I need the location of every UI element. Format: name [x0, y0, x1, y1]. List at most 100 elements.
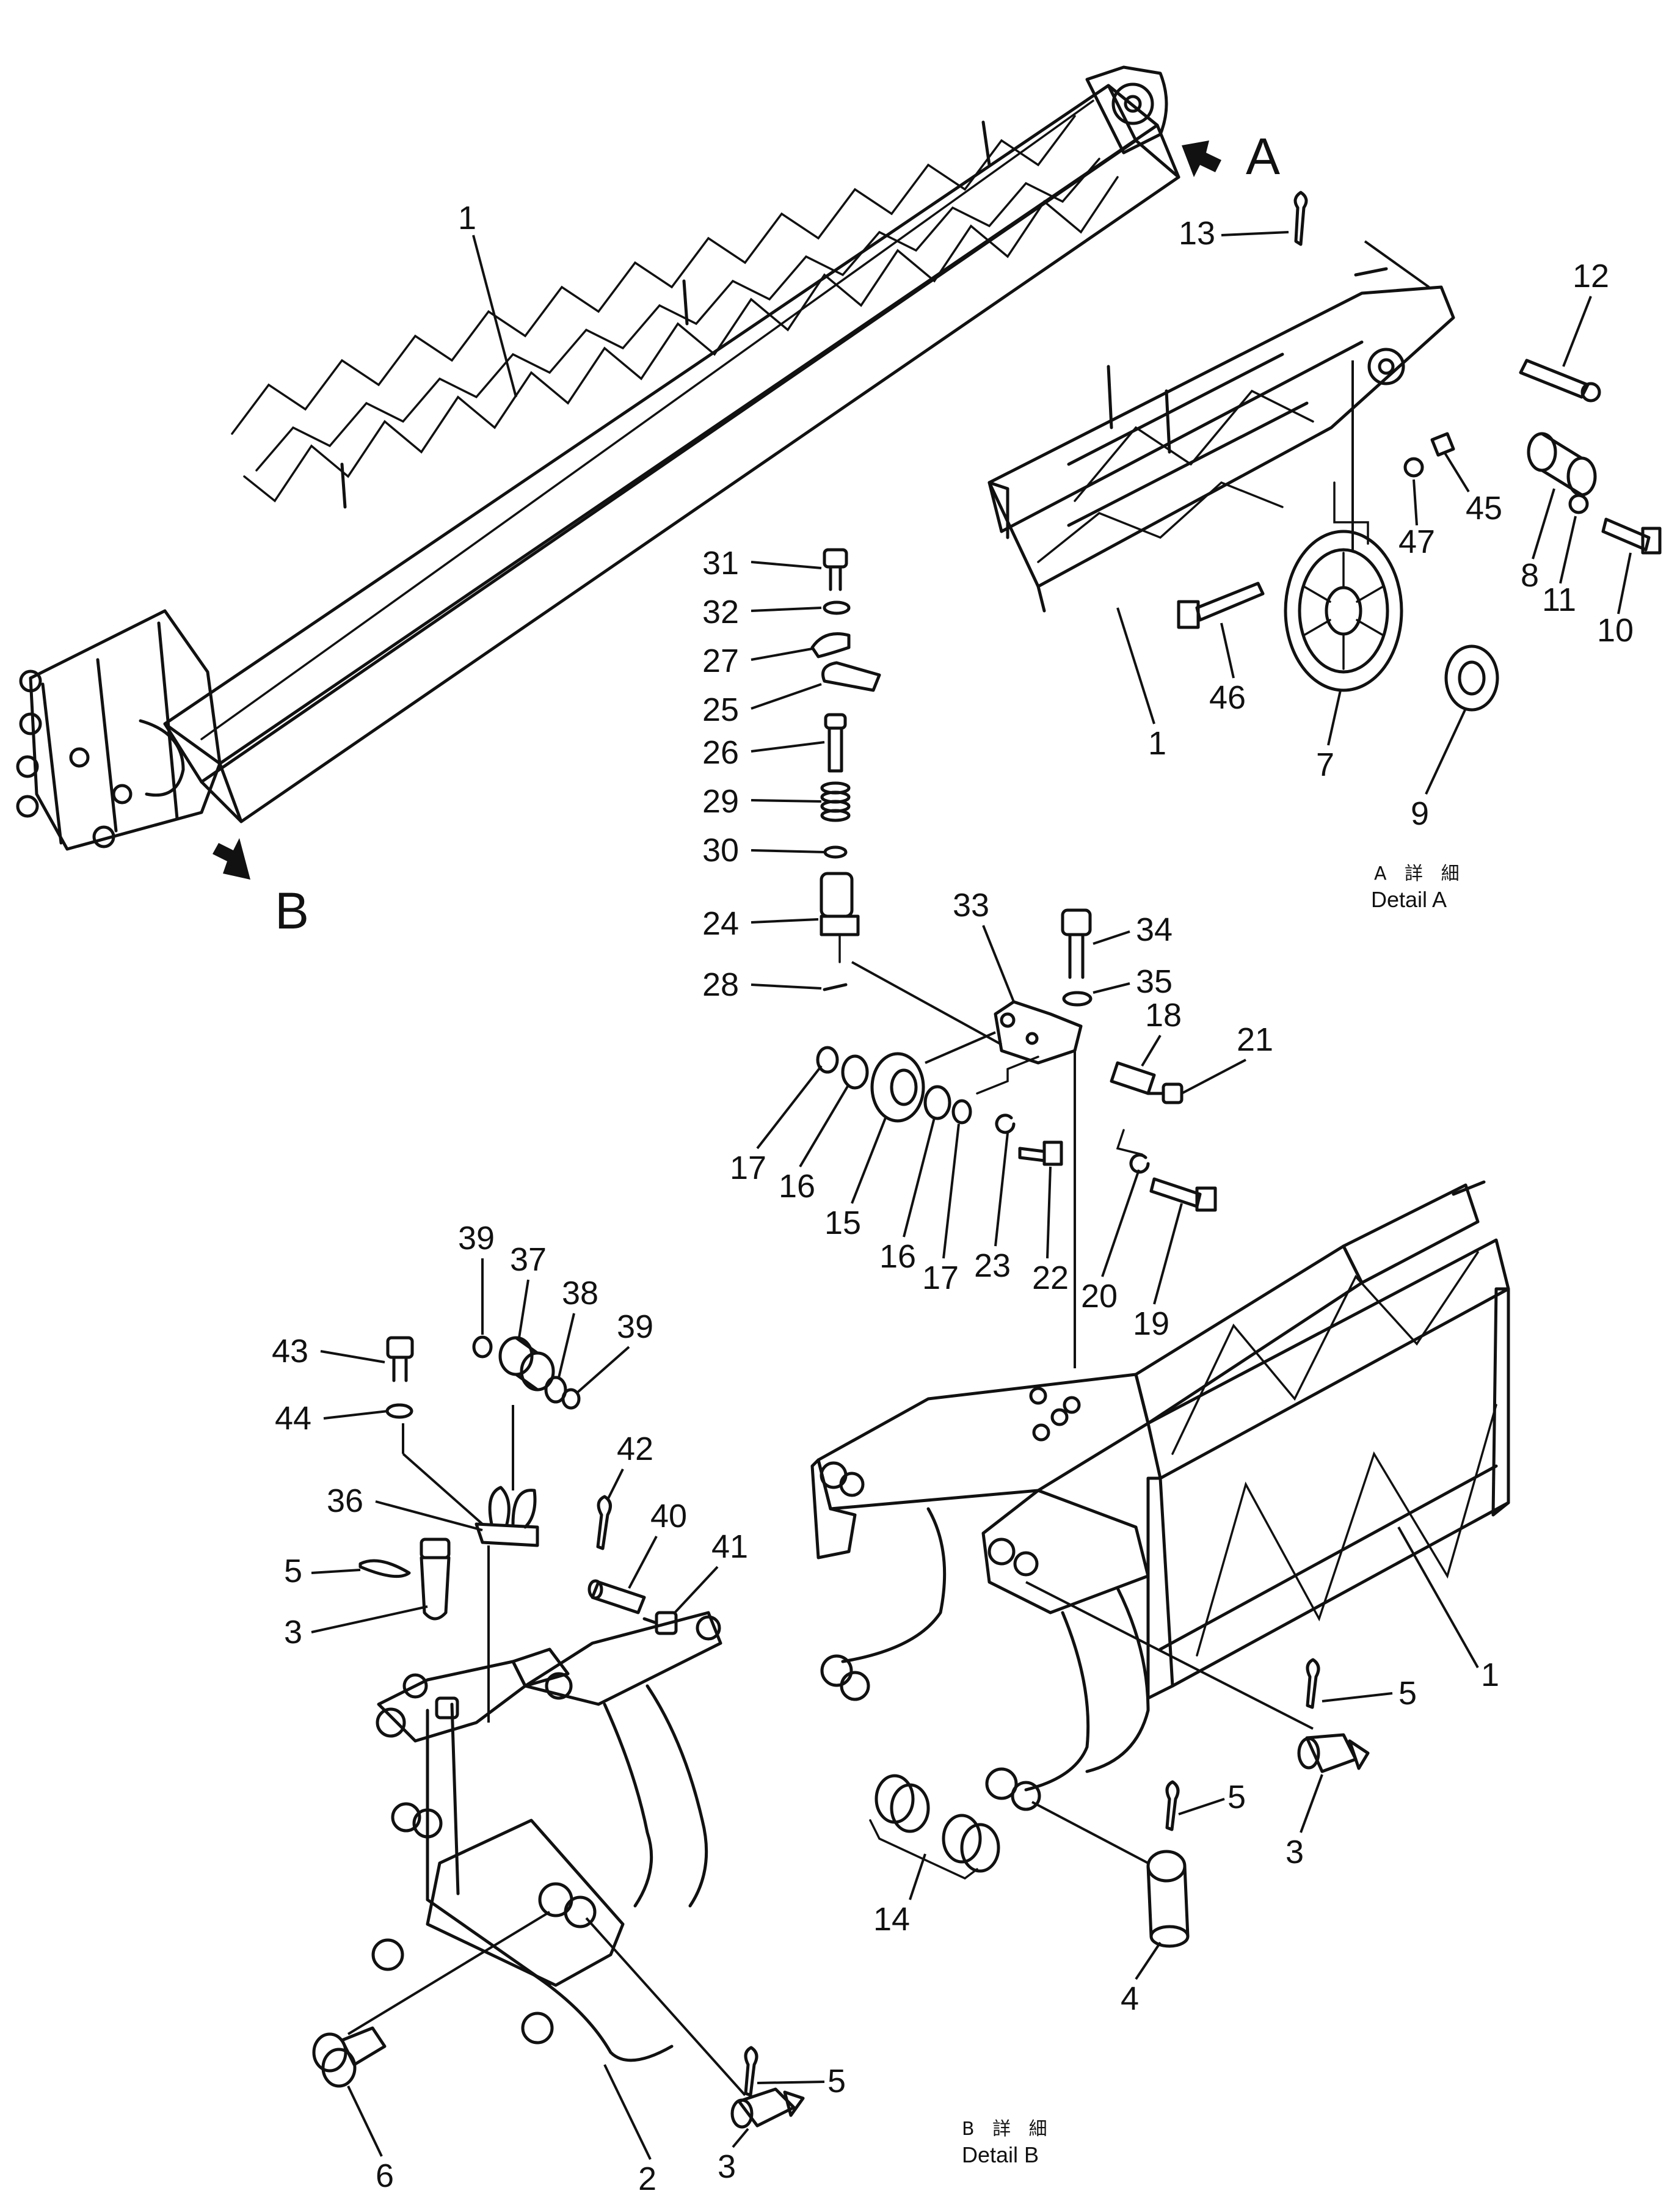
- callout-47: 47: [1398, 523, 1435, 560]
- callout-8: 8: [1521, 557, 1539, 594]
- boom-foot-section: [16, 609, 222, 851]
- detail-b-caption-en: Detail B: [962, 2142, 1039, 2167]
- washer-44: [385, 1403, 413, 1419]
- callout-22: 22: [1032, 1260, 1069, 1296]
- clip-5-b3: [744, 2046, 758, 2097]
- bracket-33: [994, 1000, 1083, 1065]
- link-6: [312, 2026, 387, 2088]
- callout-1-detail-b: 1: [1481, 1657, 1499, 1693]
- bearing-38: [544, 1376, 567, 1404]
- callout-44: 44: [275, 1400, 311, 1437]
- callout-16b: 16: [879, 1238, 916, 1275]
- bolt-22: [1018, 1140, 1063, 1166]
- callout-3-b1: 3: [1285, 1834, 1304, 1870]
- bolt-19: [1149, 1177, 1217, 1212]
- ring-20: [1129, 1153, 1150, 1174]
- callout-28: 28: [702, 966, 739, 1003]
- bolt-10: [1601, 517, 1662, 555]
- sheave-large: [1284, 530, 1403, 692]
- bolt-43: [386, 1336, 414, 1382]
- bushing-37: [498, 1336, 555, 1392]
- callout-32: 32: [702, 594, 739, 630]
- boom-tip-frame: [987, 267, 1455, 613]
- collar-8: [1527, 432, 1597, 497]
- callout-14: 14: [873, 1901, 910, 1938]
- callout-3-lever: 3: [284, 1614, 302, 1651]
- callout-36: 36: [327, 1483, 363, 1519]
- bearing-16a: [841, 1054, 869, 1090]
- pin-3-b2: [730, 2087, 805, 2129]
- callout-25: 25: [702, 691, 739, 728]
- detail-a-caption-jp: A 詳 細: [1374, 863, 1466, 885]
- callout-24: 24: [702, 905, 739, 942]
- lever-assembly: [358, 1335, 678, 1723]
- pin-26: [824, 713, 847, 773]
- callout-17a: 17: [730, 1150, 766, 1186]
- callout-30: 30: [702, 832, 739, 869]
- spring-29: [820, 781, 851, 822]
- boom-lattice-bracing: [231, 115, 1119, 503]
- callout-37: 37: [510, 1241, 547, 1278]
- lever-pin-25: [821, 661, 881, 692]
- callout-15: 15: [824, 1205, 861, 1241]
- callouts-detail-a: 13 12 45 47 8 11 10 1 46 7 9 A 詳 細 Detai…: [1116, 215, 1634, 912]
- pin-28: [823, 983, 848, 991]
- callout-35: 35: [1136, 963, 1173, 1000]
- callout-4: 4: [1121, 1980, 1139, 2017]
- pin-3-b1: [1297, 1733, 1370, 1773]
- callout-5-b3: 5: [827, 2063, 846, 2099]
- callout-18: 18: [1145, 997, 1182, 1034]
- bolt-41: [642, 1611, 678, 1635]
- callout-33: 33: [953, 887, 989, 924]
- washer-17a: [816, 1046, 839, 1074]
- callout-21: 21: [1237, 1021, 1273, 1058]
- pin-18: [1110, 1061, 1156, 1095]
- view-arrow-a: A: [1182, 128, 1280, 185]
- clip-13: [1293, 191, 1308, 246]
- washer-39b: [561, 1388, 581, 1410]
- view-label-b: B: [275, 882, 309, 939]
- callout-42: 42: [617, 1431, 653, 1467]
- callout-46: 46: [1209, 679, 1246, 716]
- callout-16a: 16: [779, 1168, 815, 1205]
- callout-39b: 39: [617, 1308, 653, 1345]
- base-bracket-2: [371, 1611, 722, 2062]
- callouts-detail-b: 1 5 3 5 14 4 5 3 6 2 B 詳 細 Detail B: [347, 1527, 1499, 2196]
- pin-4: [1146, 1850, 1190, 1948]
- callout-17b: 17: [922, 1260, 959, 1296]
- callout-9: 9: [1411, 795, 1429, 832]
- callout-2: 2: [638, 2161, 656, 2196]
- callout-5-b1: 5: [1398, 1675, 1417, 1712]
- washer-47: [1403, 457, 1424, 478]
- bolt-46: [1177, 582, 1265, 629]
- callouts-boom: 1: [458, 200, 517, 398]
- pin-shaft-12: [1519, 359, 1601, 403]
- detail-a-group: [987, 191, 1662, 712]
- washer-30: [823, 845, 848, 859]
- plate-27: [810, 632, 851, 658]
- callout-27: 27: [702, 643, 739, 679]
- sheave-15: [870, 1052, 925, 1123]
- sheave-bracket-assembly: [816, 908, 1217, 1368]
- callout-45: 45: [1466, 490, 1502, 527]
- callout-12: 12: [1573, 258, 1609, 294]
- boom-lattice-assembly: [16, 65, 1180, 851]
- bolt-31: [823, 548, 848, 591]
- clip-5-b1: [1306, 1658, 1320, 1709]
- pin-3-lever: [420, 1538, 451, 1621]
- callout-5-b2: 5: [1227, 1779, 1246, 1815]
- callout-5-lever: 5: [284, 1553, 302, 1589]
- washer-35: [1062, 991, 1093, 1007]
- callout-38: 38: [562, 1275, 598, 1311]
- pin-lock-assembly: [810, 548, 1002, 1046]
- callout-40: 40: [650, 1498, 687, 1534]
- pin-40: [587, 1579, 646, 1614]
- clip-5-b2: [1165, 1780, 1180, 1831]
- callouts-lever: 39 37 38 39 43 44 42 36 40 41 5 3: [272, 1220, 748, 1651]
- ring-11: [1568, 494, 1589, 514]
- shim-set-14: [869, 1774, 1000, 1880]
- ring-23: [995, 1114, 1016, 1134]
- callout-31: 31: [702, 545, 739, 582]
